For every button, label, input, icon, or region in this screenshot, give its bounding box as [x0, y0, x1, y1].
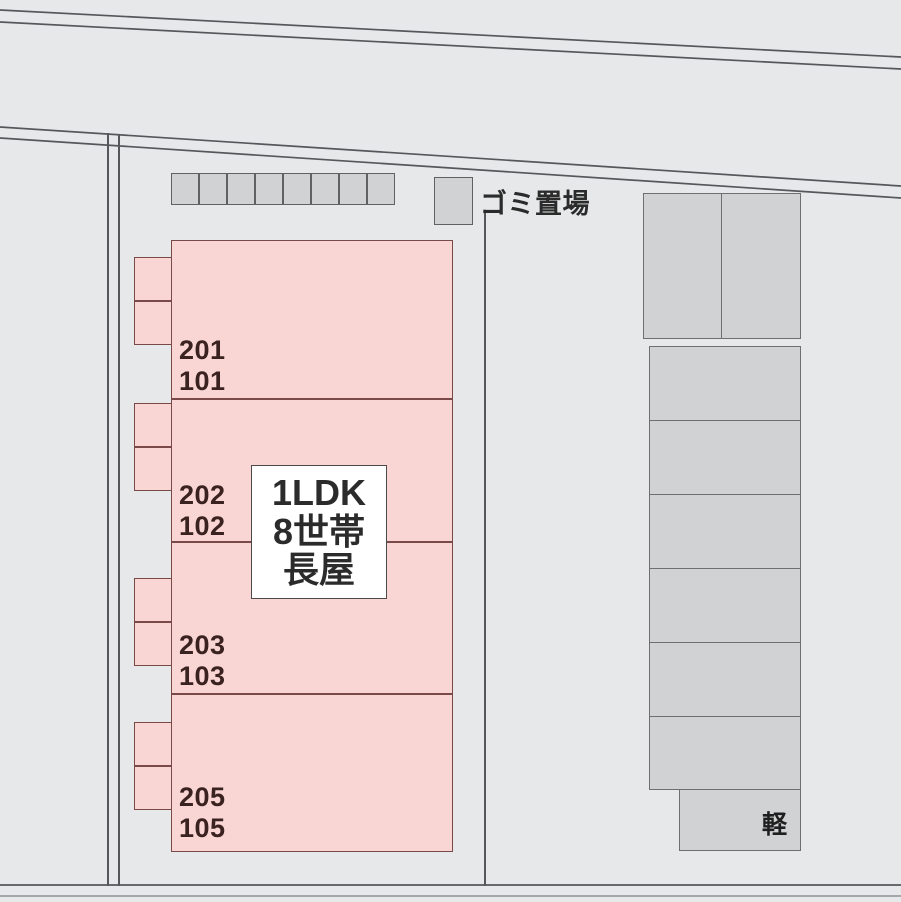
unit-number-upper: 205 — [179, 782, 226, 812]
parking-space[interactable] — [643, 193, 722, 339]
trash-area-label: ゴミ置場 — [480, 189, 590, 219]
parking-space[interactable] — [649, 568, 801, 643]
unit-number-upper: 201 — [179, 335, 226, 365]
parking-block-north — [643, 193, 801, 339]
bicycle-cell[interactable] — [283, 173, 311, 205]
bicycle-cell[interactable] — [367, 173, 395, 205]
parking-space[interactable] — [649, 642, 801, 717]
balcony-upper-202 — [134, 403, 172, 447]
unit-label-205-105: 205 105 — [179, 782, 226, 843]
site-divider-line-center — [484, 210, 486, 886]
parking-space[interactable] — [649, 346, 801, 421]
unit-label-203-103: 203 103 — [179, 630, 226, 691]
unit-number-lower: 102 — [179, 510, 226, 541]
balcony-lower-105 — [134, 766, 172, 810]
bicycle-cell[interactable] — [171, 173, 199, 205]
road-edge-line-left-outer — [107, 133, 109, 886]
unit-divider — [172, 693, 452, 695]
parking-space[interactable] — [649, 420, 801, 495]
unit-number-lower: 103 — [179, 660, 226, 691]
balcony-upper-203 — [134, 578, 172, 622]
unit-number-lower: 101 — [179, 365, 226, 396]
balcony-lower-101 — [134, 301, 172, 345]
balcony-lower-102 — [134, 447, 172, 491]
unit-label-201-101: 201 101 — [179, 335, 226, 396]
bicycle-cell[interactable] — [227, 173, 255, 205]
balcony-upper-205 — [134, 722, 172, 766]
callout-line-household: 8世帯 — [272, 510, 366, 552]
bicycle-cell[interactable] — [339, 173, 367, 205]
parking-space[interactable] — [649, 716, 801, 790]
light-car-parking-space[interactable]: 軽 — [679, 789, 801, 851]
unit-number-upper: 203 — [179, 630, 226, 660]
unit-divider — [172, 398, 452, 400]
parking-space[interactable] — [649, 494, 801, 569]
balcony-lower-103 — [134, 622, 172, 666]
building-summary-callout: 1LDK 8世帯 長屋 — [251, 465, 387, 599]
bicycle-cell[interactable] — [311, 173, 339, 205]
light-car-label: 軽 — [761, 811, 787, 839]
unit-label-202-102: 202 102 — [179, 480, 226, 541]
unit-number-lower: 105 — [179, 812, 226, 843]
balcony-upper-201 — [134, 257, 172, 301]
road-edge-line-left-inner — [118, 135, 120, 886]
parking-space[interactable] — [721, 193, 801, 339]
bicycle-parking-row[interactable] — [171, 173, 395, 205]
bicycle-cell[interactable] — [199, 173, 227, 205]
trash-area-box[interactable] — [434, 177, 473, 225]
parking-stack-east — [649, 346, 801, 790]
callout-line-type: 長屋 — [282, 549, 355, 591]
bicycle-cell[interactable] — [255, 173, 283, 205]
unit-number-upper: 202 — [179, 480, 226, 510]
callout-line-layout: 1LDK — [271, 471, 366, 513]
